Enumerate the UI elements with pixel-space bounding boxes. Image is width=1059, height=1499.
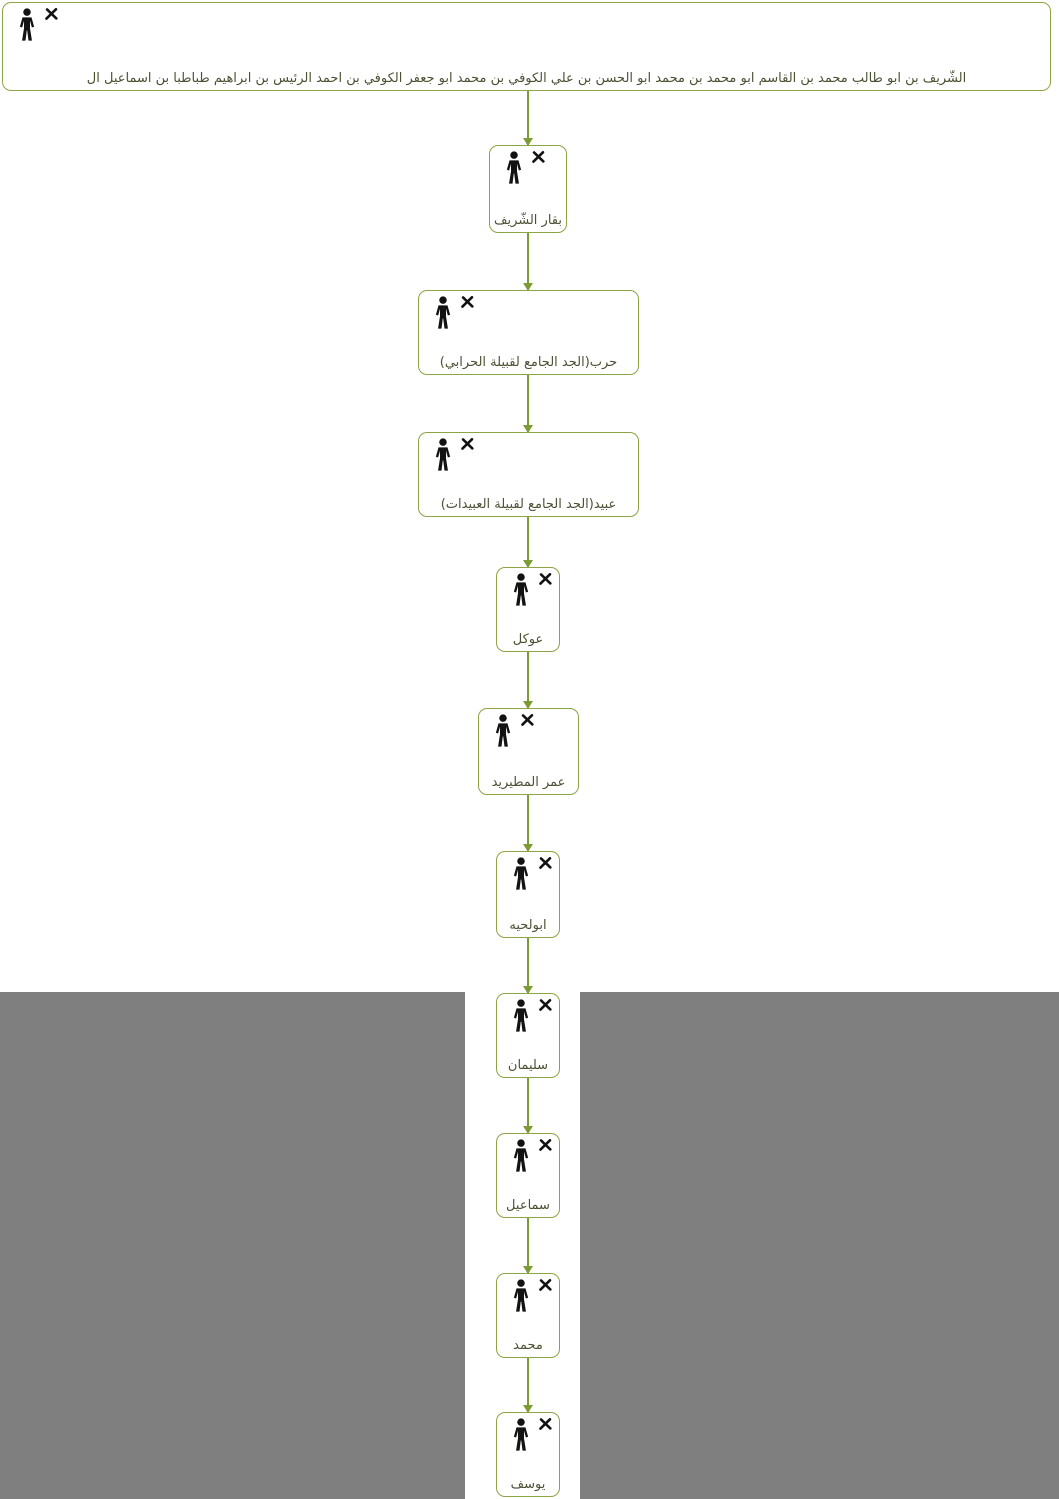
node-icon-row [483,714,574,747]
connector-arrow [523,375,533,433]
person-icon [17,8,37,41]
crossed-tools-icon [539,1139,552,1152]
node-icon-row [494,151,562,184]
node-omar-al-mutayrid[interactable]: عمر المطيريد [478,708,579,795]
person-icon [433,438,453,471]
node-icon-row [501,999,555,1032]
node-icon-row [423,438,634,471]
left-gray-mask [0,992,465,1499]
person-icon [433,296,453,329]
connector-arrow [523,795,533,852]
crossed-tools-icon [45,8,58,21]
crossed-tools-icon [521,714,534,727]
connector-arrow [523,517,533,568]
node-label: سماعيل [506,1198,550,1214]
node-label: الشّريف بن ابو طالب محمد بن القاسم ابو م… [86,71,967,87]
node-smail[interactable]: سماعيل [496,1133,560,1218]
node-label: عبيد(الجد الجامع لقبيلة العبيدات) [440,497,617,513]
crossed-tools-icon [539,1418,552,1431]
connector-arrow [523,652,533,709]
node-icon-row [501,1279,555,1312]
node-icon-row [501,857,555,890]
connector-arrow [523,1078,533,1134]
node-icon-row [501,573,555,606]
node-label: ابولحيه [509,918,547,934]
person-icon [493,714,513,747]
node-label: عمر المطيريد [491,775,566,791]
person-icon [511,1418,531,1451]
node-label: يوسف [510,1477,546,1493]
crossed-tools-icon [539,573,552,586]
node-label: عوكل [512,632,544,648]
node-awkal[interactable]: عوكل [496,567,560,652]
node-label: سليمان [507,1058,549,1074]
right-gray-mask [580,992,1059,1499]
node-abu-lahya[interactable]: ابولحيه [496,851,560,938]
person-icon [511,857,531,890]
crossed-tools-icon [532,151,545,164]
connector-arrow [523,1218,533,1274]
node-suleiman[interactable]: سليمان [496,993,560,1078]
node-icon-row [7,8,1046,41]
connector-arrow [523,233,533,291]
node-mohammed[interactable]: محمد [496,1273,560,1358]
node-icon-row [423,296,634,329]
person-icon [504,151,524,184]
node-obaid[interactable]: عبيد(الجد الجامع لقبيلة العبيدات) [418,432,639,517]
node-icon-row [501,1139,555,1172]
connector-arrow [523,938,533,994]
person-icon [511,1139,531,1172]
crossed-tools-icon [461,296,474,309]
person-icon [511,573,531,606]
crossed-tools-icon [539,857,552,870]
crossed-tools-icon [539,999,552,1012]
node-harb[interactable]: حرب(الجد الجامع لقبيلة الحرابي) [418,290,639,375]
node-al-sharif-root[interactable]: الشّريف بن ابو طالب محمد بن القاسم ابو م… [2,2,1051,91]
node-label: حرب(الجد الجامع لقبيلة الحرابي) [439,355,618,371]
connector-arrow [523,1358,533,1413]
node-yousef[interactable]: يوسف [496,1412,560,1497]
node-icon-row [501,1418,555,1451]
node-baqqar-al-sharif[interactable]: بقار الشّريف [489,145,567,233]
crossed-tools-icon [539,1279,552,1292]
person-icon [511,999,531,1032]
crossed-tools-icon [461,438,474,451]
person-icon [511,1279,531,1312]
node-label: بقار الشّريف [494,213,562,229]
connector-arrow [523,91,533,146]
node-label: محمد [513,1338,543,1354]
